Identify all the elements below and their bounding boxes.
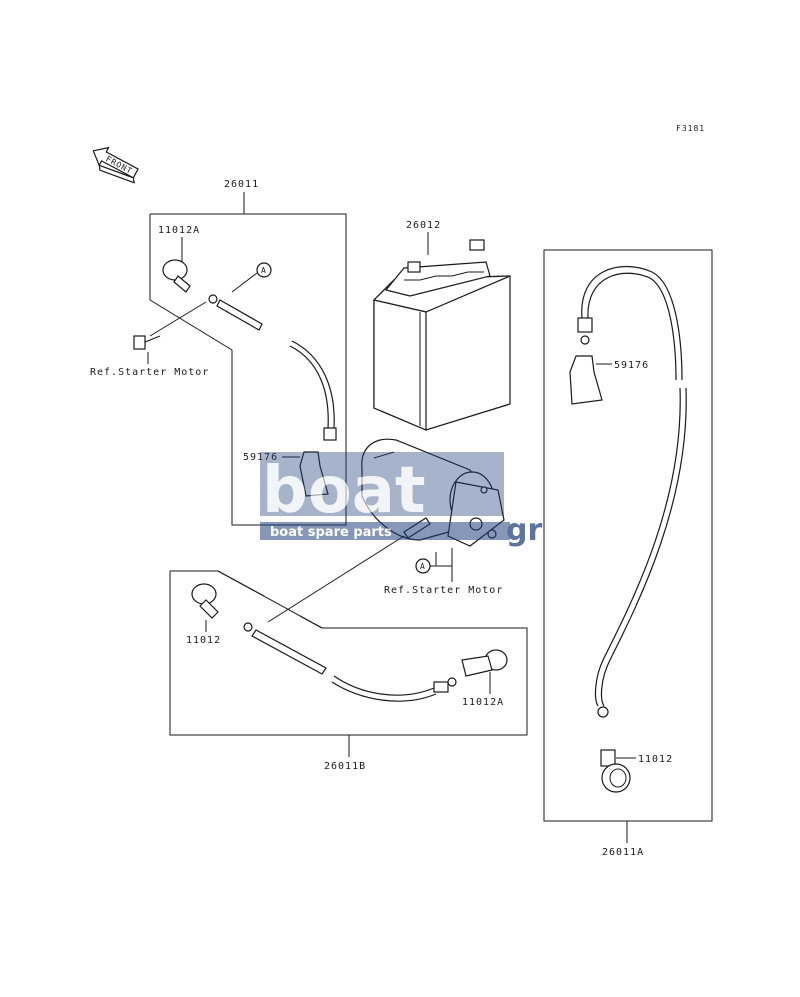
terminal-cap-b-right — [461, 649, 508, 677]
terminal-cap-a — [600, 749, 631, 793]
label-terminal-11012-a: 11012 — [638, 754, 673, 765]
figure-code: F3181 — [676, 124, 705, 133]
label-harness-main: 26011 — [224, 179, 259, 190]
label-terminal-11012a-top: 11012A — [158, 225, 200, 236]
callout-a-bottom-label: A — [420, 562, 426, 571]
cable-end-top — [208, 294, 263, 331]
harness-a-outline — [543, 249, 713, 822]
bolt — [133, 335, 161, 350]
label-ref-starter-motor-left: Ref.Starter Motor — [90, 367, 209, 378]
watermark-tagline: boat spare parts — [270, 525, 392, 540]
watermark-brand: boat — [262, 454, 426, 528]
label-battery: 26012 — [406, 220, 441, 231]
terminal-cap-top — [162, 259, 191, 293]
label-boot-59176-left: 59176 — [243, 452, 278, 463]
watermark-logo: boat boat spare parts gr — [260, 452, 542, 548]
cable-a-long — [600, 387, 687, 707]
front-arrow-icon: FRONT — [92, 146, 139, 184]
label-terminal-11012a-b: 11012A — [462, 697, 504, 708]
label-boot-59176-right: 59176 — [614, 360, 649, 371]
terminal-cap-b-left — [191, 583, 219, 619]
boot-right — [569, 355, 603, 405]
callout-a-top-label: A — [261, 266, 267, 275]
boot-left — [299, 451, 329, 497]
cable-lug-main — [323, 427, 337, 441]
cable-curved-main — [289, 345, 329, 429]
battery — [372, 239, 511, 431]
cable-b-lower — [333, 675, 435, 696]
cable-a-eyelet — [597, 706, 609, 718]
label-ref-starter-motor-right: Ref.Starter Motor — [384, 585, 503, 596]
cable-a-lug-top — [577, 317, 593, 333]
cable-b-upper — [251, 629, 327, 675]
callout-a-top — [256, 262, 272, 278]
label-harness-b: 26011B — [324, 761, 366, 772]
label-terminal-11012-b: 11012 — [186, 635, 221, 646]
label-harness-a: 26011A — [602, 847, 644, 858]
harness-main-outline — [149, 213, 347, 526]
cable-a-top — [581, 265, 683, 381]
watermark-brand-tail: gr — [506, 513, 542, 548]
